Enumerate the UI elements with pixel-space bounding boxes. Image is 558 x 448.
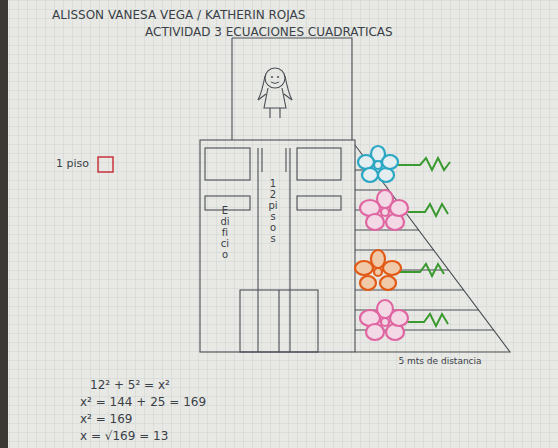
equation-step: x² = 144 + 25 = 169	[80, 395, 206, 409]
author-names: ALISSON VANESA VEGA / KATHERIN ROJAS	[52, 8, 305, 22]
equation-step: x² = 169	[80, 412, 133, 426]
floors-label: 12 pisos	[268, 178, 278, 244]
activity-heading: ACTIVIDAD 3 ECUACIONES CUADRATICAS	[145, 25, 393, 39]
equation-step: 12² + 5² = x²	[90, 378, 170, 392]
floor-note: 1 piso	[56, 157, 89, 170]
building-label: Edificio	[220, 205, 230, 260]
distance-label: 5 mts de distancia	[390, 356, 490, 367]
equation-step: x = √169 = 13	[80, 429, 168, 443]
